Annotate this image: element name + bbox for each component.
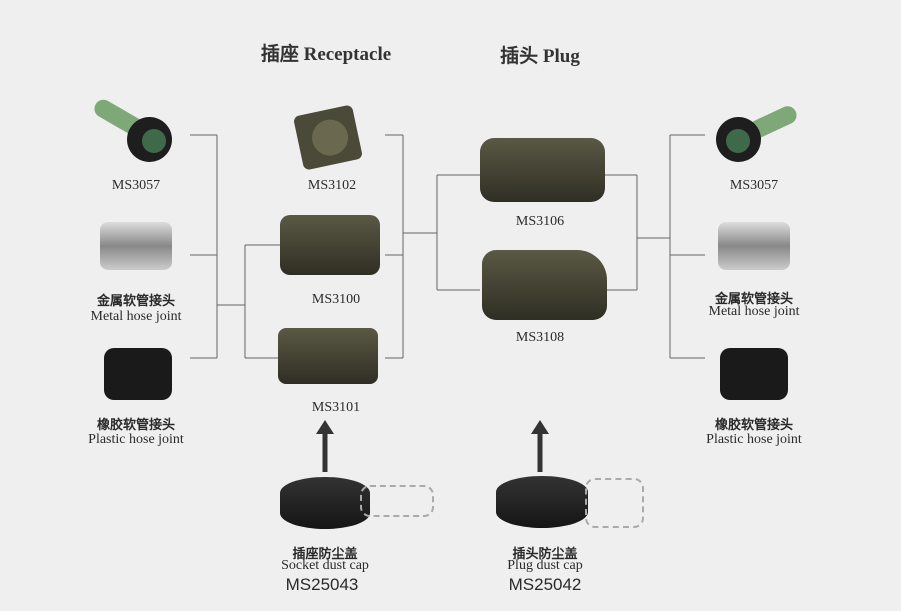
dust-cap-chain bbox=[360, 485, 434, 517]
metal-hose-joint-right-cn: 金属软管接头 bbox=[714, 292, 794, 307]
ms3100-image bbox=[280, 215, 380, 275]
ms3108-label: MS3108 bbox=[515, 330, 565, 345]
plug-dust-cap-en: Plug dust cap bbox=[507, 558, 583, 573]
plastic-hose-joint-right-cn: 橡胶软管接头 bbox=[714, 418, 794, 433]
ms3108-image bbox=[482, 250, 607, 320]
plastic-hose-joint-right-en: Plastic hose joint bbox=[706, 432, 802, 447]
metal-hose-joint-left-en: Metal hose joint bbox=[90, 309, 182, 324]
ms3057-left-label: MS3057 bbox=[111, 178, 161, 193]
plug-dust-cap-code: MS25042 bbox=[508, 575, 582, 594]
plug-dust-cap-image bbox=[496, 476, 588, 528]
metal-hose-joint-right-image bbox=[718, 222, 790, 270]
ms3101-label: MS3101 bbox=[311, 400, 361, 415]
metal-hose-joint-left-image bbox=[100, 222, 172, 270]
ms3106-label: MS3106 bbox=[515, 214, 565, 229]
receptacle-title: 插座 Receptacle bbox=[260, 44, 392, 65]
socket-dust-cap-image bbox=[280, 477, 370, 529]
ms3106-image bbox=[480, 138, 605, 202]
plastic-hose-joint-left-en: Plastic hose joint bbox=[88, 432, 184, 447]
metal-hose-joint-right-en: Metal hose joint bbox=[708, 304, 800, 319]
plastic-hose-joint-right-image bbox=[720, 348, 788, 400]
ms3101-image bbox=[278, 328, 378, 384]
plastic-hose-joint-left-image bbox=[104, 348, 172, 400]
socket-dust-cap-code: MS25043 bbox=[285, 575, 359, 594]
ms3057-right-image bbox=[708, 103, 800, 165]
plastic-hose-joint-left-cn: 橡胶软管接头 bbox=[96, 418, 176, 433]
socket-dust-cap-en: Socket dust cap bbox=[281, 558, 369, 573]
ms3100-label: MS3100 bbox=[311, 292, 361, 307]
ms3057-right-label: MS3057 bbox=[729, 178, 779, 193]
ms3102-label: MS3102 bbox=[307, 178, 357, 193]
dust-cap-chain bbox=[585, 478, 644, 528]
socket-dust-cap-cn: 插座防尘盖 bbox=[292, 547, 358, 562]
plug-title: 插头 Plug bbox=[500, 46, 580, 67]
metal-hose-joint-left-cn: 金属软管接头 bbox=[96, 294, 176, 309]
plug-dust-cap-cn: 插头防尘盖 bbox=[512, 547, 578, 562]
arrow-up-icon bbox=[322, 432, 543, 472]
ms3057-left-image bbox=[91, 96, 182, 165]
